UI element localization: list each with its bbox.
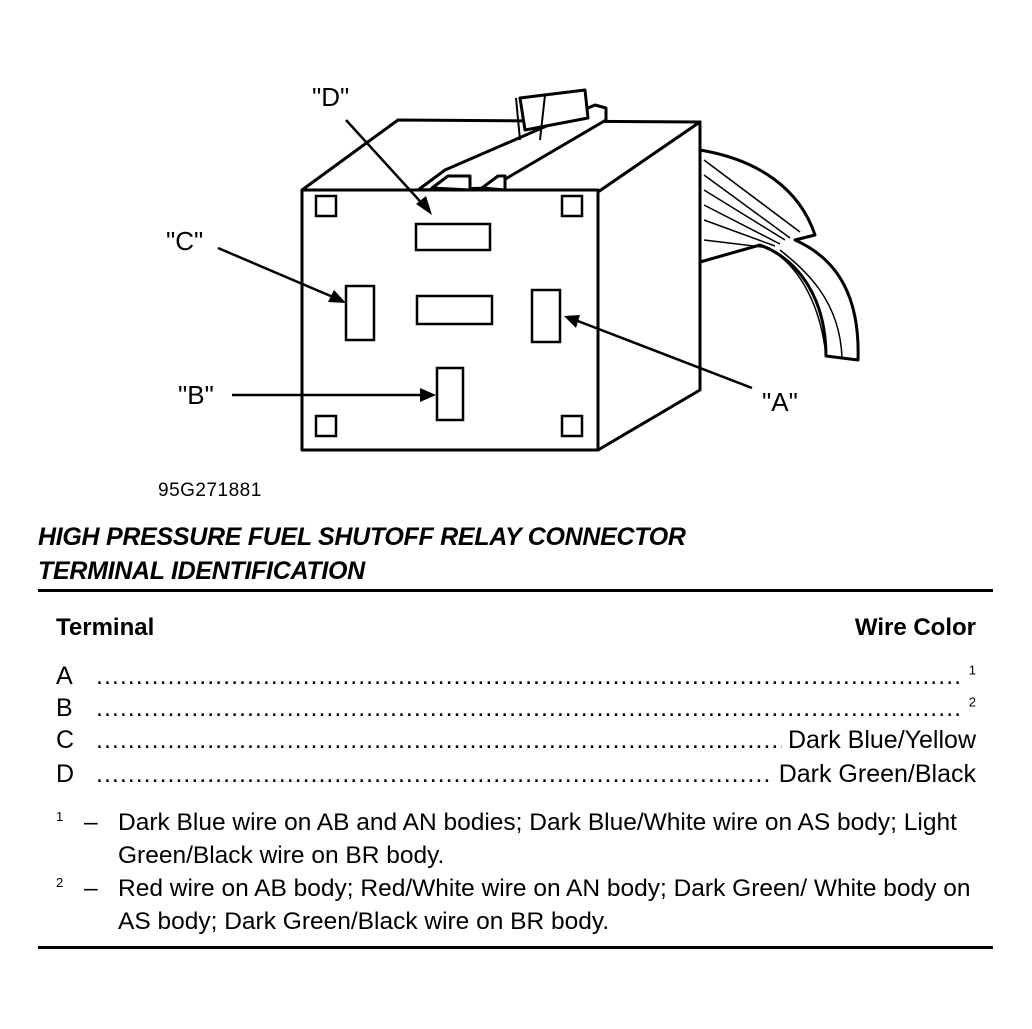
footnote-text: Red wire on AB body; Red/White wire on A… bbox=[118, 875, 971, 935]
table-row: D Dark Green/Black bbox=[56, 760, 976, 794]
callout-d: "D" bbox=[312, 82, 349, 112]
terminal-label: D bbox=[56, 760, 75, 788]
bottom-rule bbox=[38, 946, 993, 949]
note-ref: 2 bbox=[968, 694, 976, 710]
title-line-2: TERMINAL IDENTIFICATION bbox=[38, 557, 365, 585]
page-title: HIGH PRESSURE FUEL SHUTOFF RELAY CONNECT… bbox=[38, 520, 686, 588]
figure-id: 95G271881 bbox=[158, 480, 262, 501]
table-row: B 2 bbox=[56, 694, 976, 728]
leader-dots bbox=[96, 760, 773, 789]
terminal-label: A bbox=[56, 662, 73, 690]
terminal-a-slot bbox=[530, 288, 562, 344]
note-ref: 1 bbox=[968, 662, 976, 678]
footnote-mark: 2 bbox=[56, 875, 64, 890]
terminal-label: C bbox=[56, 726, 75, 754]
wire-color: Dark Blue/Yellow bbox=[787, 726, 976, 754]
wire-color: 2 bbox=[969, 694, 976, 723]
terminal-b-slot bbox=[435, 366, 465, 422]
footnote-1: 1 – Dark Blue wire on AB and AN bodies; … bbox=[56, 806, 986, 872]
terminal-c-slot bbox=[344, 284, 376, 342]
terminal-d-slot bbox=[414, 222, 492, 252]
callout-c: "C" bbox=[166, 226, 203, 256]
wire-bundle bbox=[698, 148, 860, 362]
column-header-terminal: Terminal bbox=[56, 614, 155, 641]
footnote-2: 2 – Red wire on AB body; Red/White wire … bbox=[56, 872, 986, 938]
terminal-center-slot bbox=[415, 294, 494, 326]
leader-dots bbox=[96, 662, 963, 691]
top-rule bbox=[38, 589, 993, 592]
leader-dots bbox=[96, 726, 782, 755]
footnote-mark: 1 bbox=[56, 809, 64, 824]
footnote-dash: – bbox=[84, 809, 98, 836]
table-row: A 1 bbox=[56, 662, 976, 696]
wire-color: Dark Green/Black bbox=[778, 760, 976, 788]
callout-a: "A" bbox=[762, 387, 798, 417]
footnote-dash: – bbox=[84, 875, 98, 902]
wire-color: 1 bbox=[969, 662, 976, 691]
footnote-text: Dark Blue wire on AB and AN bodies; Dark… bbox=[118, 809, 957, 869]
leader-dots bbox=[96, 694, 963, 723]
title-line-1: HIGH PRESSURE FUEL SHUTOFF RELAY CONNECT… bbox=[38, 523, 686, 551]
callout-b: "B" bbox=[178, 380, 214, 410]
column-header-wire-color: Wire Color bbox=[854, 614, 976, 641]
table-row: C Dark Blue/Yellow bbox=[56, 726, 976, 760]
connector-diagram: "D" "C" "B" "A" bbox=[166, 82, 860, 452]
terminal-label: B bbox=[56, 694, 73, 722]
